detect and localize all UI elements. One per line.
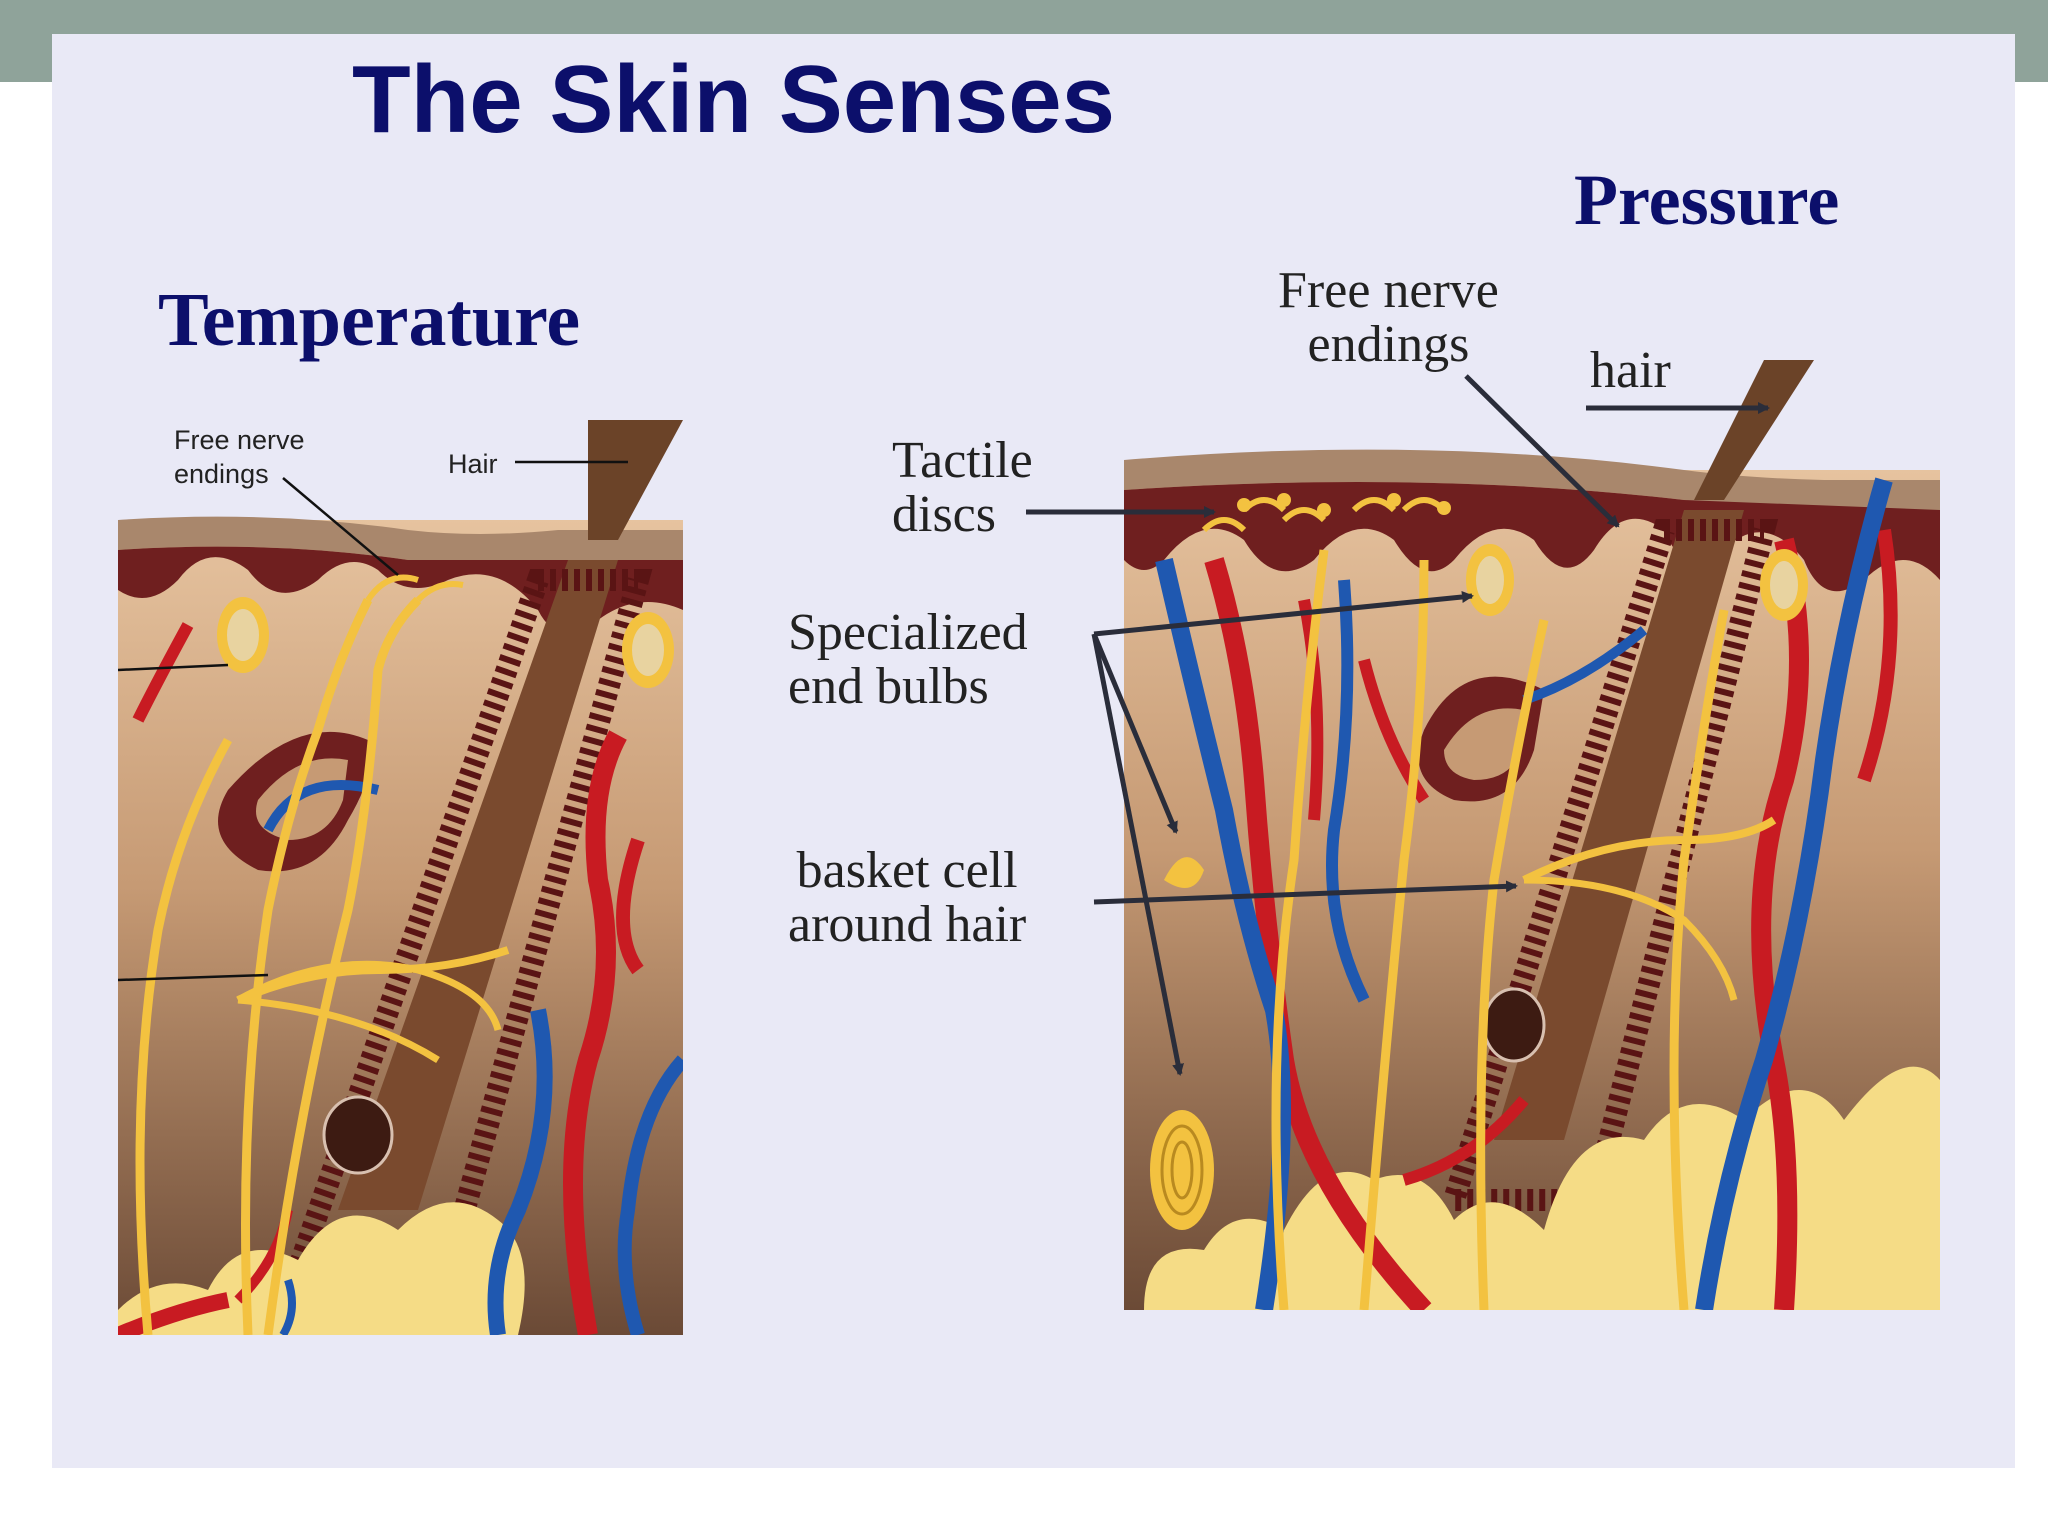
slide-title: The Skin Senses <box>352 46 1115 153</box>
left-frame-strip <box>0 34 52 82</box>
arrow-end-bulb-1 <box>1093 591 1474 637</box>
leader-basket-temp <box>118 973 269 982</box>
pressure-heading: Pressure <box>1574 160 1840 240</box>
leader-end-bulb-temp <box>118 663 229 672</box>
temperature-heading: Temperature <box>158 278 581 362</box>
arrow-end-bulb-2 <box>1091 633 1179 834</box>
leader-free-nerve-endings-temp <box>282 477 399 576</box>
arrow-end-bulb-3 <box>1091 633 1184 1076</box>
top-frame-bar <box>0 0 2048 34</box>
arrow-basket-cell <box>1093 880 1518 905</box>
right-frame-strip <box>2015 34 2048 82</box>
press-hair-label: hair <box>1590 342 1671 399</box>
temp-hair-label: Hair <box>448 449 498 479</box>
pressure-skin-diagram <box>1124 360 1940 1310</box>
temperature-skin-diagram <box>118 420 683 1335</box>
arrow-free-nerve-endings <box>1464 374 1620 528</box>
